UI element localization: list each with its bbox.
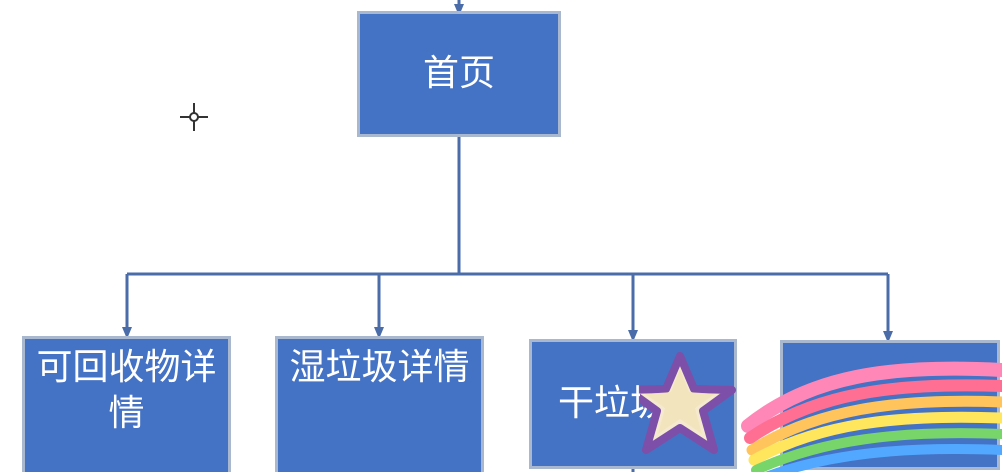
crosshair-cursor-icon <box>180 103 208 131</box>
node-root-label: 首页 <box>422 52 495 94</box>
node-recyclable-details-label: 可回收物详情 <box>36 347 217 435</box>
node-root[interactable]: 首页 <box>357 11 561 137</box>
rainbow-star-sticker-icon <box>640 352 1002 472</box>
node-recyclable-details[interactable]: 可回收物详情 <box>22 336 231 472</box>
node-wet-waste-details[interactable]: 湿垃圾详情 <box>275 336 484 472</box>
node-wet-waste-details-label: 湿垃圾详情 <box>289 347 470 388</box>
